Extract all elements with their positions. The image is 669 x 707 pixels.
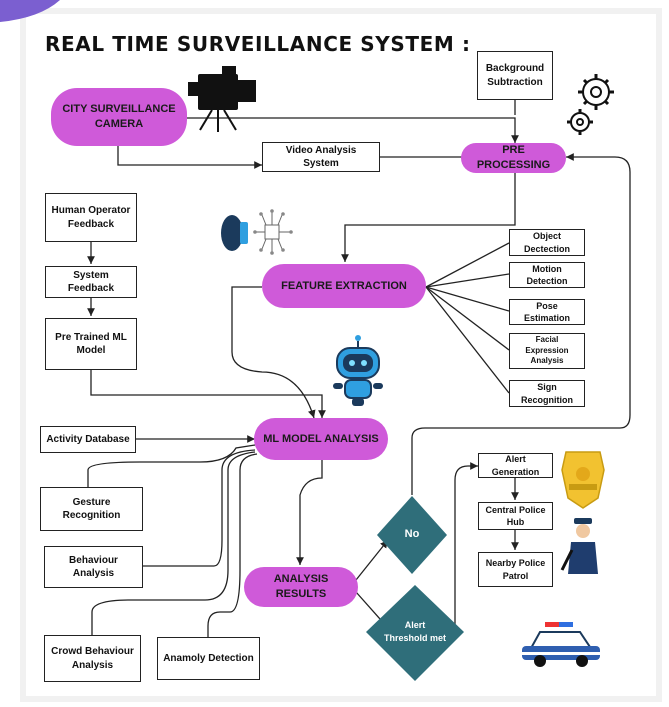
node-central-police: Central Police Hub <box>478 502 553 530</box>
node-gesture-recognition: Gesture Recognition <box>40 487 143 531</box>
connector-feature-motion <box>425 273 510 288</box>
node-sign-recognition: Sign Recognition <box>509 380 585 407</box>
decision-no-label: No <box>404 528 420 541</box>
node-facial-expression: Facial Expression Analysis <box>509 333 585 369</box>
corner-decoration <box>0 0 60 22</box>
connector-feature-facial <box>425 286 510 351</box>
node-feature-extraction: FEATURE EXTRACTION <box>262 264 426 308</box>
node-anomaly-detection: Anamoly Detection <box>157 637 260 680</box>
connector-no-loop <box>411 153 631 495</box>
connector-pretrained-ml <box>90 370 326 418</box>
police-badge-icon <box>561 451 605 509</box>
connector-gesture-ml <box>87 444 256 487</box>
gears-icon <box>567 74 614 135</box>
node-pose-estimation: Pose Estimation <box>509 299 585 325</box>
connector-feature-sign <box>425 286 510 394</box>
connector-preprocessing-feature <box>341 173 516 262</box>
police-car-icon <box>522 622 600 667</box>
connector-results-no <box>355 539 389 581</box>
connector-feature-ml <box>231 286 316 419</box>
connector-alert-generation <box>454 462 478 625</box>
node-motion-detection: Motion Detection <box>509 262 585 288</box>
node-analysis-results: ANALYSIS RESULTS <box>244 567 358 607</box>
brain-circuit-icon <box>221 209 293 255</box>
node-ml-analysis: ML MODEL ANALYSIS <box>254 418 388 460</box>
police-officer-icon <box>560 518 598 574</box>
node-crowd-behaviour: Crowd Behaviour Analysis <box>44 635 141 682</box>
node-nearby-patrol: Nearby Police Patrol <box>478 552 553 587</box>
connector-feature-object <box>425 242 510 288</box>
diagram-title: REAL TIME SURVEILLANCE SYSTEM : <box>45 32 471 56</box>
node-video-analysis: Video Analysis System <box>262 142 380 172</box>
node-activity-database: Activity Database <box>40 426 136 453</box>
node-object-detection: Object Dectection <box>509 229 585 256</box>
node-background-subtraction: Background Subtraction <box>477 51 553 100</box>
node-pretrained-model: Pre Trained ML Model <box>45 318 137 370</box>
connector-camera-preprocessing <box>187 117 519 143</box>
node-city-camera: CITY SURVEILLANCE CAMERA <box>51 88 187 146</box>
node-alert-generation: Alert Generation <box>478 453 553 478</box>
connector-crowd-ml <box>91 451 256 635</box>
decision-no-shape <box>377 496 447 574</box>
connector-camera-video <box>117 146 262 169</box>
connector-ml-results <box>296 460 323 565</box>
robot-icon <box>333 335 383 406</box>
node-system-feedback: System Feedback <box>45 266 137 298</box>
node-human-feedback: Human Operator Feedback <box>45 193 137 242</box>
connector-behaviour-ml <box>143 449 256 567</box>
decision-alert-label: Alert Threshold met <box>384 619 447 643</box>
node-pre-processing: PRE PROCESSING <box>461 143 566 173</box>
node-behaviour-analysis: Behaviour Analysis <box>44 546 143 588</box>
connector-anomaly-ml <box>207 453 258 637</box>
decision-alert-shape <box>366 585 464 681</box>
video-camera-icon <box>188 66 256 132</box>
connector-feature-pose <box>425 286 510 312</box>
